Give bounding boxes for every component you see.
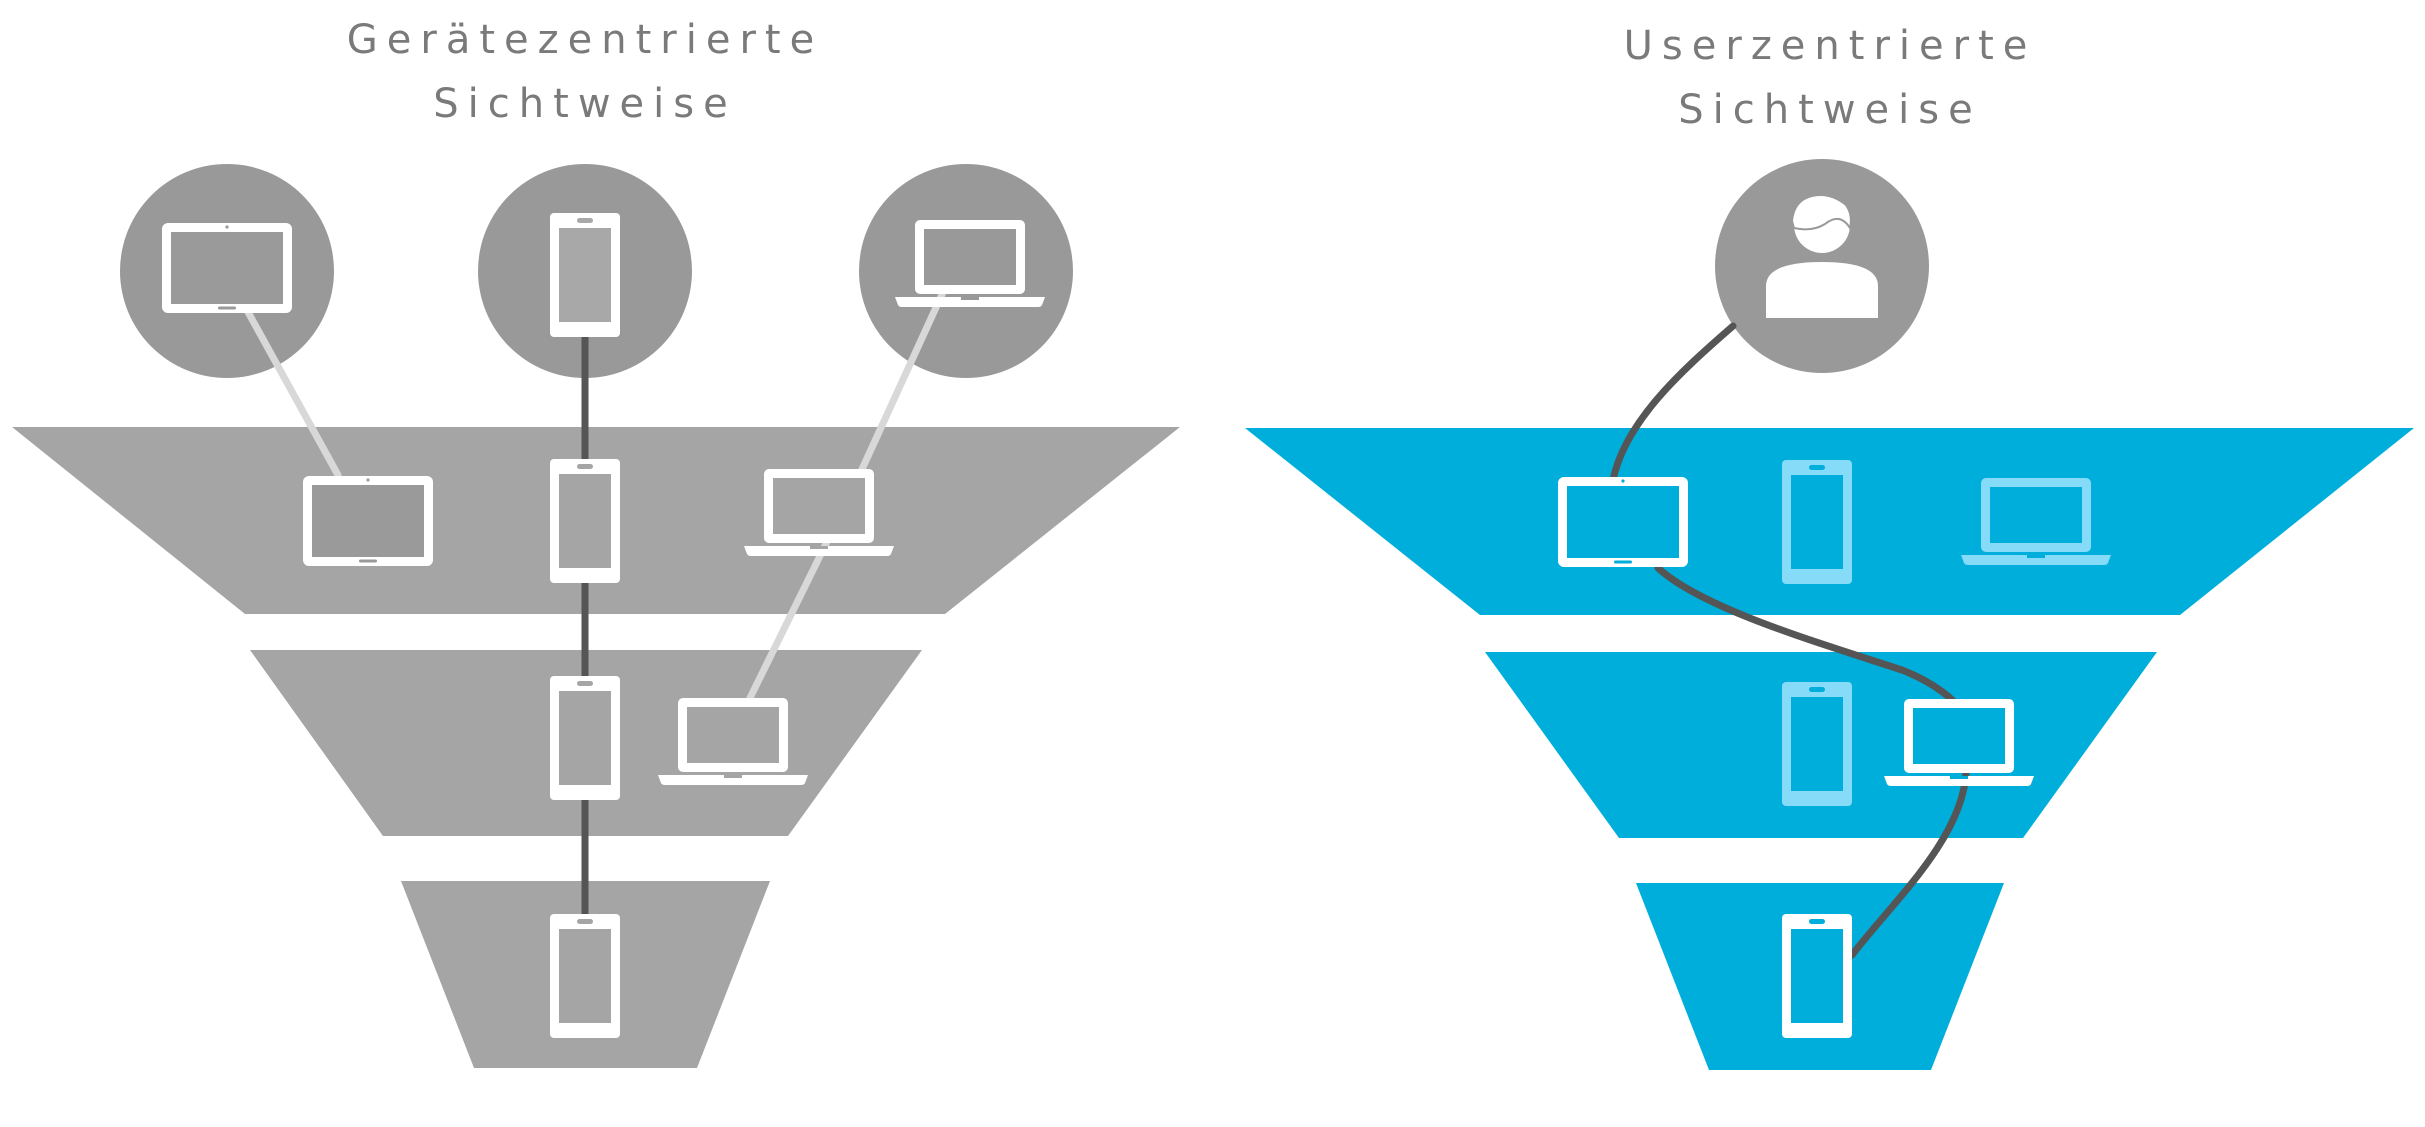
user-circle <box>1715 159 1929 373</box>
smartphone-icon <box>550 213 620 337</box>
user-icon <box>1766 194 1878 318</box>
tablet-icon <box>1558 477 1688 567</box>
right-panel-title: Userzentrierte Sichtweise <box>1530 14 2130 142</box>
smartphone-icon <box>550 459 620 583</box>
smartphone-icon <box>1782 682 1852 806</box>
right-title-line1: Userzentrierte <box>1623 23 2037 69</box>
smartphone-icon <box>1782 460 1852 584</box>
tablet-icon <box>303 476 433 566</box>
smartphone-icon <box>550 914 620 1038</box>
smartphone-icon <box>550 676 620 800</box>
left-title-line2: Sichtweise <box>433 81 737 127</box>
left-title-line1: Gerätezentrierte <box>346 17 824 63</box>
left-panel-title: Gerätezentrierte Sichtweise <box>285 8 885 136</box>
user-journey-path <box>1609 322 1970 959</box>
connector-tablet-path <box>244 308 342 479</box>
smartphone-icon <box>1782 914 1852 1038</box>
right-title-line2: Sichtweise <box>1678 87 1982 133</box>
tablet-icon <box>162 223 292 313</box>
